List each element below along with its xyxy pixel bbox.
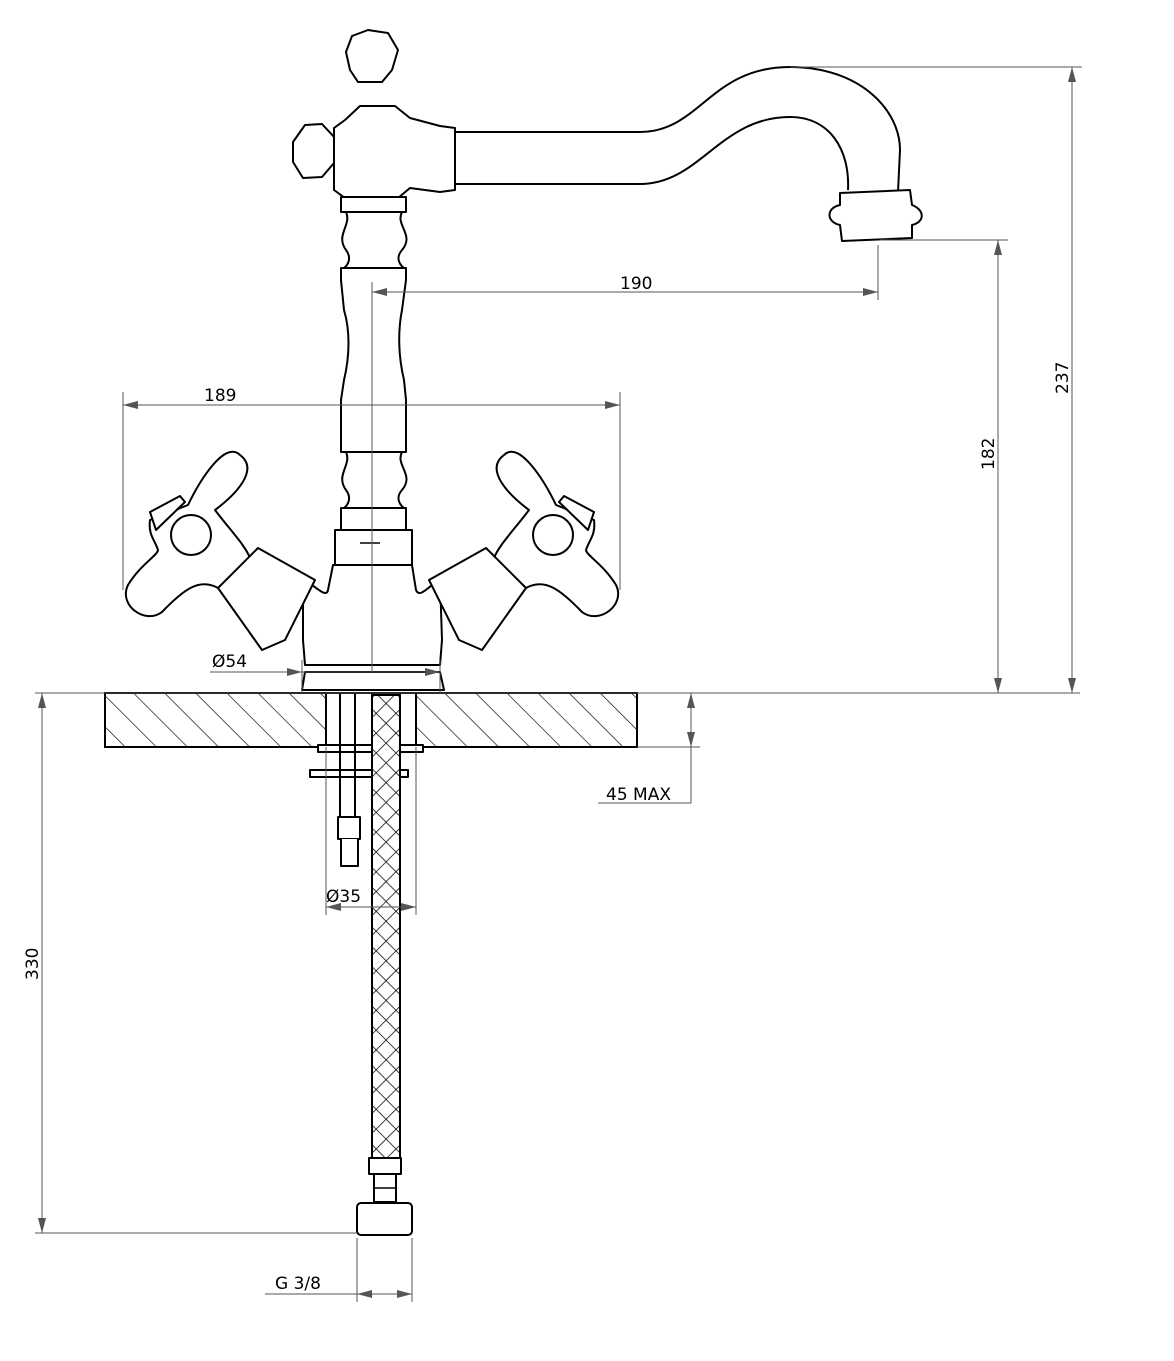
dim-hose-length: 330 xyxy=(23,948,43,980)
dim-handle-span: 189 xyxy=(204,386,236,406)
right-handle xyxy=(428,451,620,651)
dim-total-height: 237 xyxy=(1053,362,1073,394)
dim-deck-thickness: 45 MAX xyxy=(606,785,671,805)
faucet-head xyxy=(292,29,456,691)
mounting-hardware xyxy=(309,693,424,867)
dim-connection-thread: G 3/8 xyxy=(275,1274,321,1294)
dim-spout-height: 182 xyxy=(979,438,999,470)
dim-hole-diameter: Ø35 xyxy=(326,887,361,907)
dim-base-diameter: Ø54 xyxy=(212,652,247,672)
dimension-lines xyxy=(35,66,1082,1302)
supply-hose xyxy=(356,694,413,1236)
left-handle xyxy=(124,451,316,651)
spout xyxy=(452,66,923,242)
dim-spout-reach: 190 xyxy=(620,274,652,294)
